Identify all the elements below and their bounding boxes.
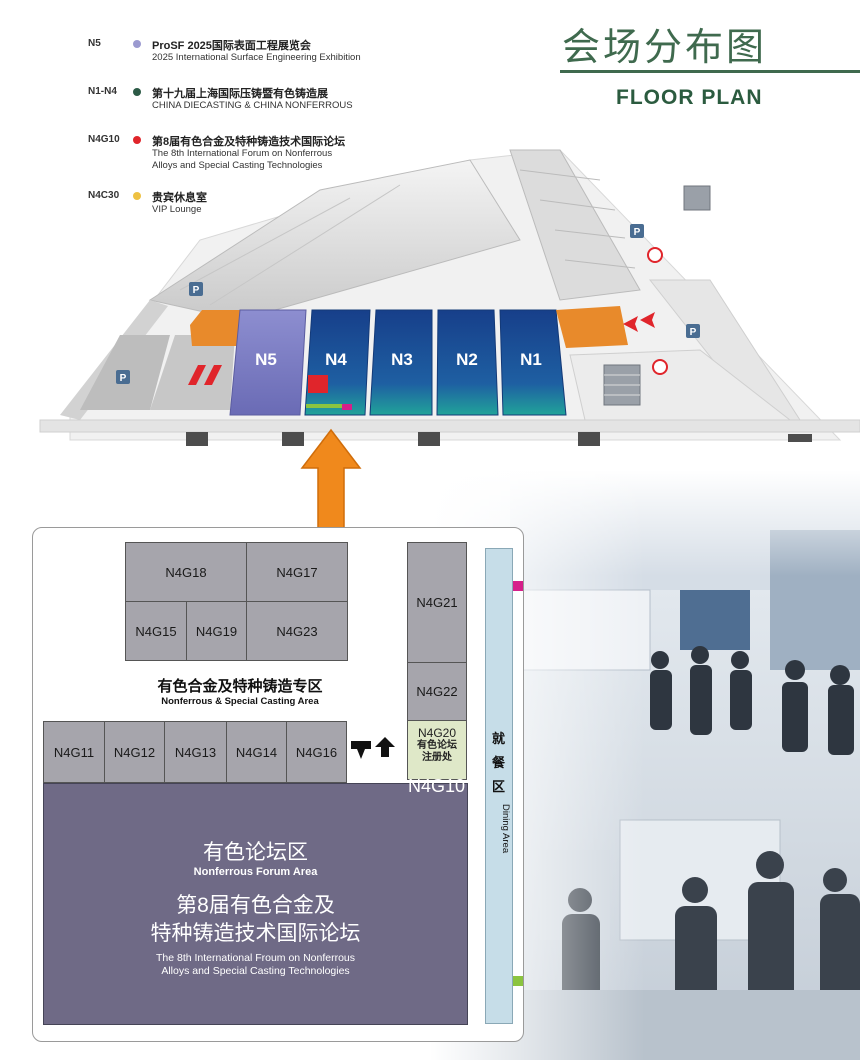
forum-en-name-line: The 8th International Froum on Nonferrou…	[155, 952, 356, 964]
forum-en-title: Nonferrous Forum Area	[193, 866, 318, 878]
zone-label-en: Nonferrous & Special Casting Area	[161, 696, 319, 707]
booth-n4g22[interactable]: N4G22	[407, 662, 467, 721]
up-arrow-icon	[300, 428, 362, 539]
dining-marker-bottom	[513, 976, 523, 986]
hall-n2	[436, 309, 499, 416]
svg-text:P: P	[120, 373, 127, 384]
forum-cn-name-line: 特种铸造技术国际论坛	[150, 922, 361, 945]
title-cn: 会场分布图	[562, 25, 768, 69]
parking-icon: P	[116, 370, 130, 384]
booth-n4g23[interactable]: N4G23	[246, 601, 348, 661]
legend-cn: 第十九届上海国际压铸暨有色铸造展	[152, 88, 328, 100]
hall-label-n2: N2	[456, 350, 478, 369]
booth-n4g18[interactable]: N4G18	[125, 542, 247, 602]
legend-code: N1-N4	[88, 86, 117, 97]
hall-n3	[369, 309, 433, 416]
legend-code: N4G10	[88, 134, 120, 145]
entrance-icon	[186, 432, 812, 446]
booth-n4g17[interactable]: N4G17	[246, 542, 348, 602]
legend-item-n1-n4: N1-N4 第十九届上海国际压铸暨有色铸造展 CHINA DIECASTING …	[88, 84, 418, 132]
dining-cn: 就 餐 区	[492, 731, 506, 794]
booth-n4g11[interactable]: N4G11	[43, 721, 105, 783]
hall-label-n4: N4	[325, 350, 347, 369]
legend-en: 2025 International Surface Engineering E…	[152, 52, 361, 63]
hall-label-n1: N1	[520, 350, 542, 369]
hall-n1	[499, 309, 567, 416]
zone-label: 有色合金及特种铸造专区 Nonferrous & Special Casting…	[105, 675, 375, 707]
booth-n4g15[interactable]: N4G15	[125, 601, 187, 661]
tower-building	[683, 185, 711, 211]
legend-dot	[133, 192, 141, 200]
bottom-road	[39, 419, 860, 433]
legend-en-line: The 8th International Forum on Nonferrou…	[152, 148, 333, 159]
svg-text:P: P	[193, 285, 200, 296]
forum-en-name-line: Alloys and Special Casting Technologies	[161, 965, 350, 977]
forum-cn-name-line: 第8届有色合金及	[176, 894, 335, 917]
zone-label-cn: 有色合金及特种铸造专区	[157, 678, 323, 695]
booth-n4g21[interactable]: N4G21	[407, 542, 467, 663]
legend-code: N4C30	[88, 190, 120, 201]
up-down-arrows-icon	[351, 737, 395, 759]
parking-icon: P	[630, 224, 644, 238]
n4-stripe	[306, 404, 350, 408]
registration-line1: 有色论坛	[417, 740, 457, 751]
dining-area[interactable]: 就 餐 区 Dining Area	[485, 548, 513, 1024]
legend-dot	[133, 40, 141, 48]
title-rule	[560, 70, 860, 73]
dining-marker-top	[513, 581, 523, 591]
site-map-svg: N5 N4 N3 N2 N1 P P	[39, 149, 860, 446]
red-chevron-arrows-icon	[188, 365, 222, 385]
site-map: N5 N4 N3 N2 N1 P P	[0, 120, 860, 460]
orange-building-west	[190, 310, 250, 346]
legend-en: The 8th International Forum on Nonferrou…	[152, 148, 332, 172]
legend-dot	[133, 136, 141, 144]
legend-item-n5: N5 ProSF 2025国际表面工程展览会 2025 Internationa…	[88, 36, 418, 84]
booth-n4g16[interactable]: N4G16	[286, 721, 347, 783]
legend-item-n4c30: N4C30 贵宾休息室 VIP Lounge	[88, 188, 418, 236]
booth-n4g13[interactable]: N4G13	[164, 721, 227, 783]
restaurant-icon	[647, 247, 668, 375]
registration-desk[interactable]: N4G20 有色论坛 注册处	[407, 720, 467, 780]
parking-icon: P	[189, 282, 203, 296]
forum-code: N4G10	[407, 776, 465, 796]
detail-floor-plan: N4G18 N4G17 N4G15 N4G19 N4G23 N4G21 N4G2…	[32, 527, 524, 1042]
forum-area[interactable]: N4G10 有色论坛区 Nonferrous Forum Area 第8届有色合…	[43, 776, 468, 1025]
legend-item-n4g10: N4G10 第8届有色合金及特种铸造技术国际论坛 The 8th Interna…	[88, 132, 418, 188]
legend-code: N5	[88, 38, 101, 49]
legend-cn: ProSF 2025国际表面工程展览会	[152, 40, 311, 52]
booth-n4g12[interactable]: N4G12	[104, 721, 165, 783]
legend-en-line: Alloys and Special Casting Technologies	[152, 160, 323, 171]
orange-building-east	[556, 306, 628, 348]
forum-en-name: The 8th International Froum on Nonferrou…	[44, 952, 467, 978]
forum-cn-name: 第8届有色合金及 特种铸造技术国际论坛	[44, 892, 467, 948]
n4-mark	[342, 404, 352, 410]
parking-icon: P	[686, 324, 700, 338]
forum-cn-title: 有色论坛区	[203, 841, 308, 864]
booth-n4g14[interactable]: N4G14	[226, 721, 287, 783]
west-halls	[509, 149, 641, 301]
hall-n5	[229, 309, 307, 416]
booth-n4g19[interactable]: N4G19	[186, 601, 247, 661]
dining-en: Dining Area	[500, 804, 511, 854]
legend-en: VIP Lounge	[152, 204, 202, 215]
registration-line2: 注册处	[422, 752, 452, 763]
legend-dot	[133, 88, 141, 96]
hall-label-n3: N3	[391, 350, 413, 369]
red-chevron-arrows-icon	[623, 312, 655, 332]
svg-text:P: P	[634, 227, 641, 238]
title-en: FLOOR PLAN	[616, 86, 763, 109]
registration-code: N4G20	[417, 726, 457, 740]
legend: N5 ProSF 2025国际表面工程展览会 2025 Internationa…	[88, 36, 418, 236]
svg-text:P: P	[690, 327, 697, 338]
legend-cn: 贵宾休息室	[152, 192, 207, 204]
block-west-2	[150, 335, 235, 410]
legend-en: CHINA DIECASTING & CHINA NONFERROUS	[152, 100, 353, 111]
forum-marker	[308, 375, 328, 393]
hall-label-n5: N5	[255, 350, 277, 369]
legend-cn: 第8届有色合金及特种铸造技术国际论坛	[152, 136, 346, 148]
